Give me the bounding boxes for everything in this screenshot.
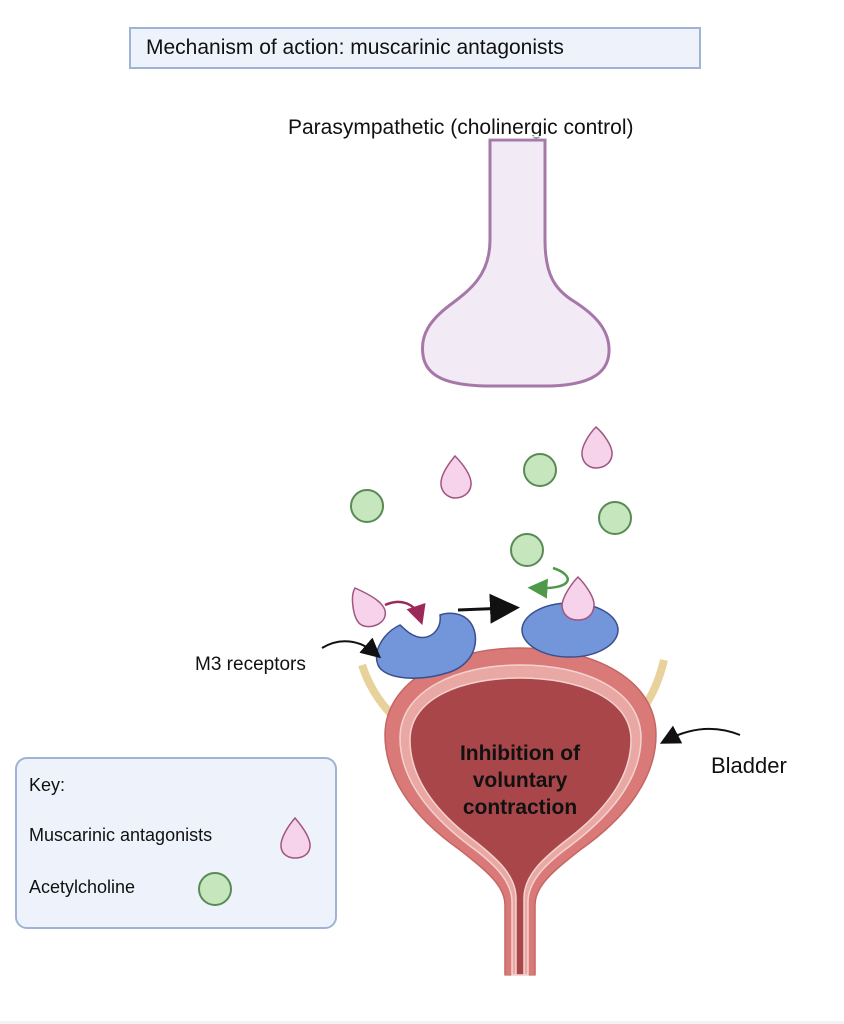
key-title: Key: — [29, 775, 66, 795]
green-circle-icon — [198, 872, 232, 906]
key-item-antagonist: Muscarinic antagonists — [29, 825, 212, 846]
neuron-terminal — [420, 136, 611, 388]
pink-droplet-icon — [280, 816, 311, 859]
parasympathetic-label: Parasympathetic (cholinergic control) — [288, 116, 634, 139]
m3-pointer-arrow — [321, 637, 382, 659]
m3-receptors-label: M3 receptors — [195, 654, 306, 675]
bladder-pointer-arrow — [659, 725, 741, 744]
acetylcholine-molecule — [598, 501, 632, 535]
bladder-effect-text: Inhibition of voluntary contraction — [459, 742, 581, 819]
antagonist-molecule — [440, 454, 472, 499]
bottom-border — [0, 1021, 844, 1024]
blocked-ach-arrow — [527, 566, 569, 599]
transition-arrow — [457, 593, 520, 624]
key-legend: Key: Muscarinic antagonists Acetylcholin… — [15, 757, 337, 929]
acetylcholine-molecule — [510, 533, 544, 567]
key-item-acetylcholine: Acetylcholine — [29, 877, 135, 898]
bladder-label: Bladder — [711, 753, 787, 778]
m3-receptor-unbound — [375, 612, 477, 679]
acetylcholine-molecule — [523, 453, 557, 487]
key-item-label: Muscarinic antagonists — [29, 825, 213, 845]
antagonist-molecule — [351, 587, 387, 628]
bladder — [384, 647, 657, 980]
antagonist-molecule — [581, 425, 613, 469]
acetylcholine-molecule — [350, 489, 384, 523]
binding-arrow — [384, 600, 426, 626]
diagram-title-text: Mechanism of action: muscarinic antagoni… — [146, 36, 564, 59]
antagonist-molecule-bound — [561, 575, 595, 621]
diagram-title: Mechanism of action: muscarinic antagoni… — [129, 27, 701, 69]
key-item-label: Acetylcholine — [29, 877, 136, 897]
